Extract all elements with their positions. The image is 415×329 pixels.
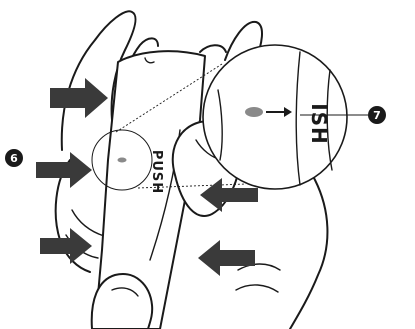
magnified-push-label: ISH	[307, 103, 331, 145]
callout-7-label: 7	[373, 109, 381, 122]
callout-6: 6	[5, 149, 23, 167]
arrow-right-bottom	[198, 240, 255, 276]
magnified-detail: ISH	[203, 45, 347, 189]
indicator-light-small	[118, 158, 127, 163]
callout-6-label: 6	[10, 152, 18, 165]
indicator-light-magnified	[245, 107, 263, 117]
callout-7: 7	[368, 106, 386, 124]
